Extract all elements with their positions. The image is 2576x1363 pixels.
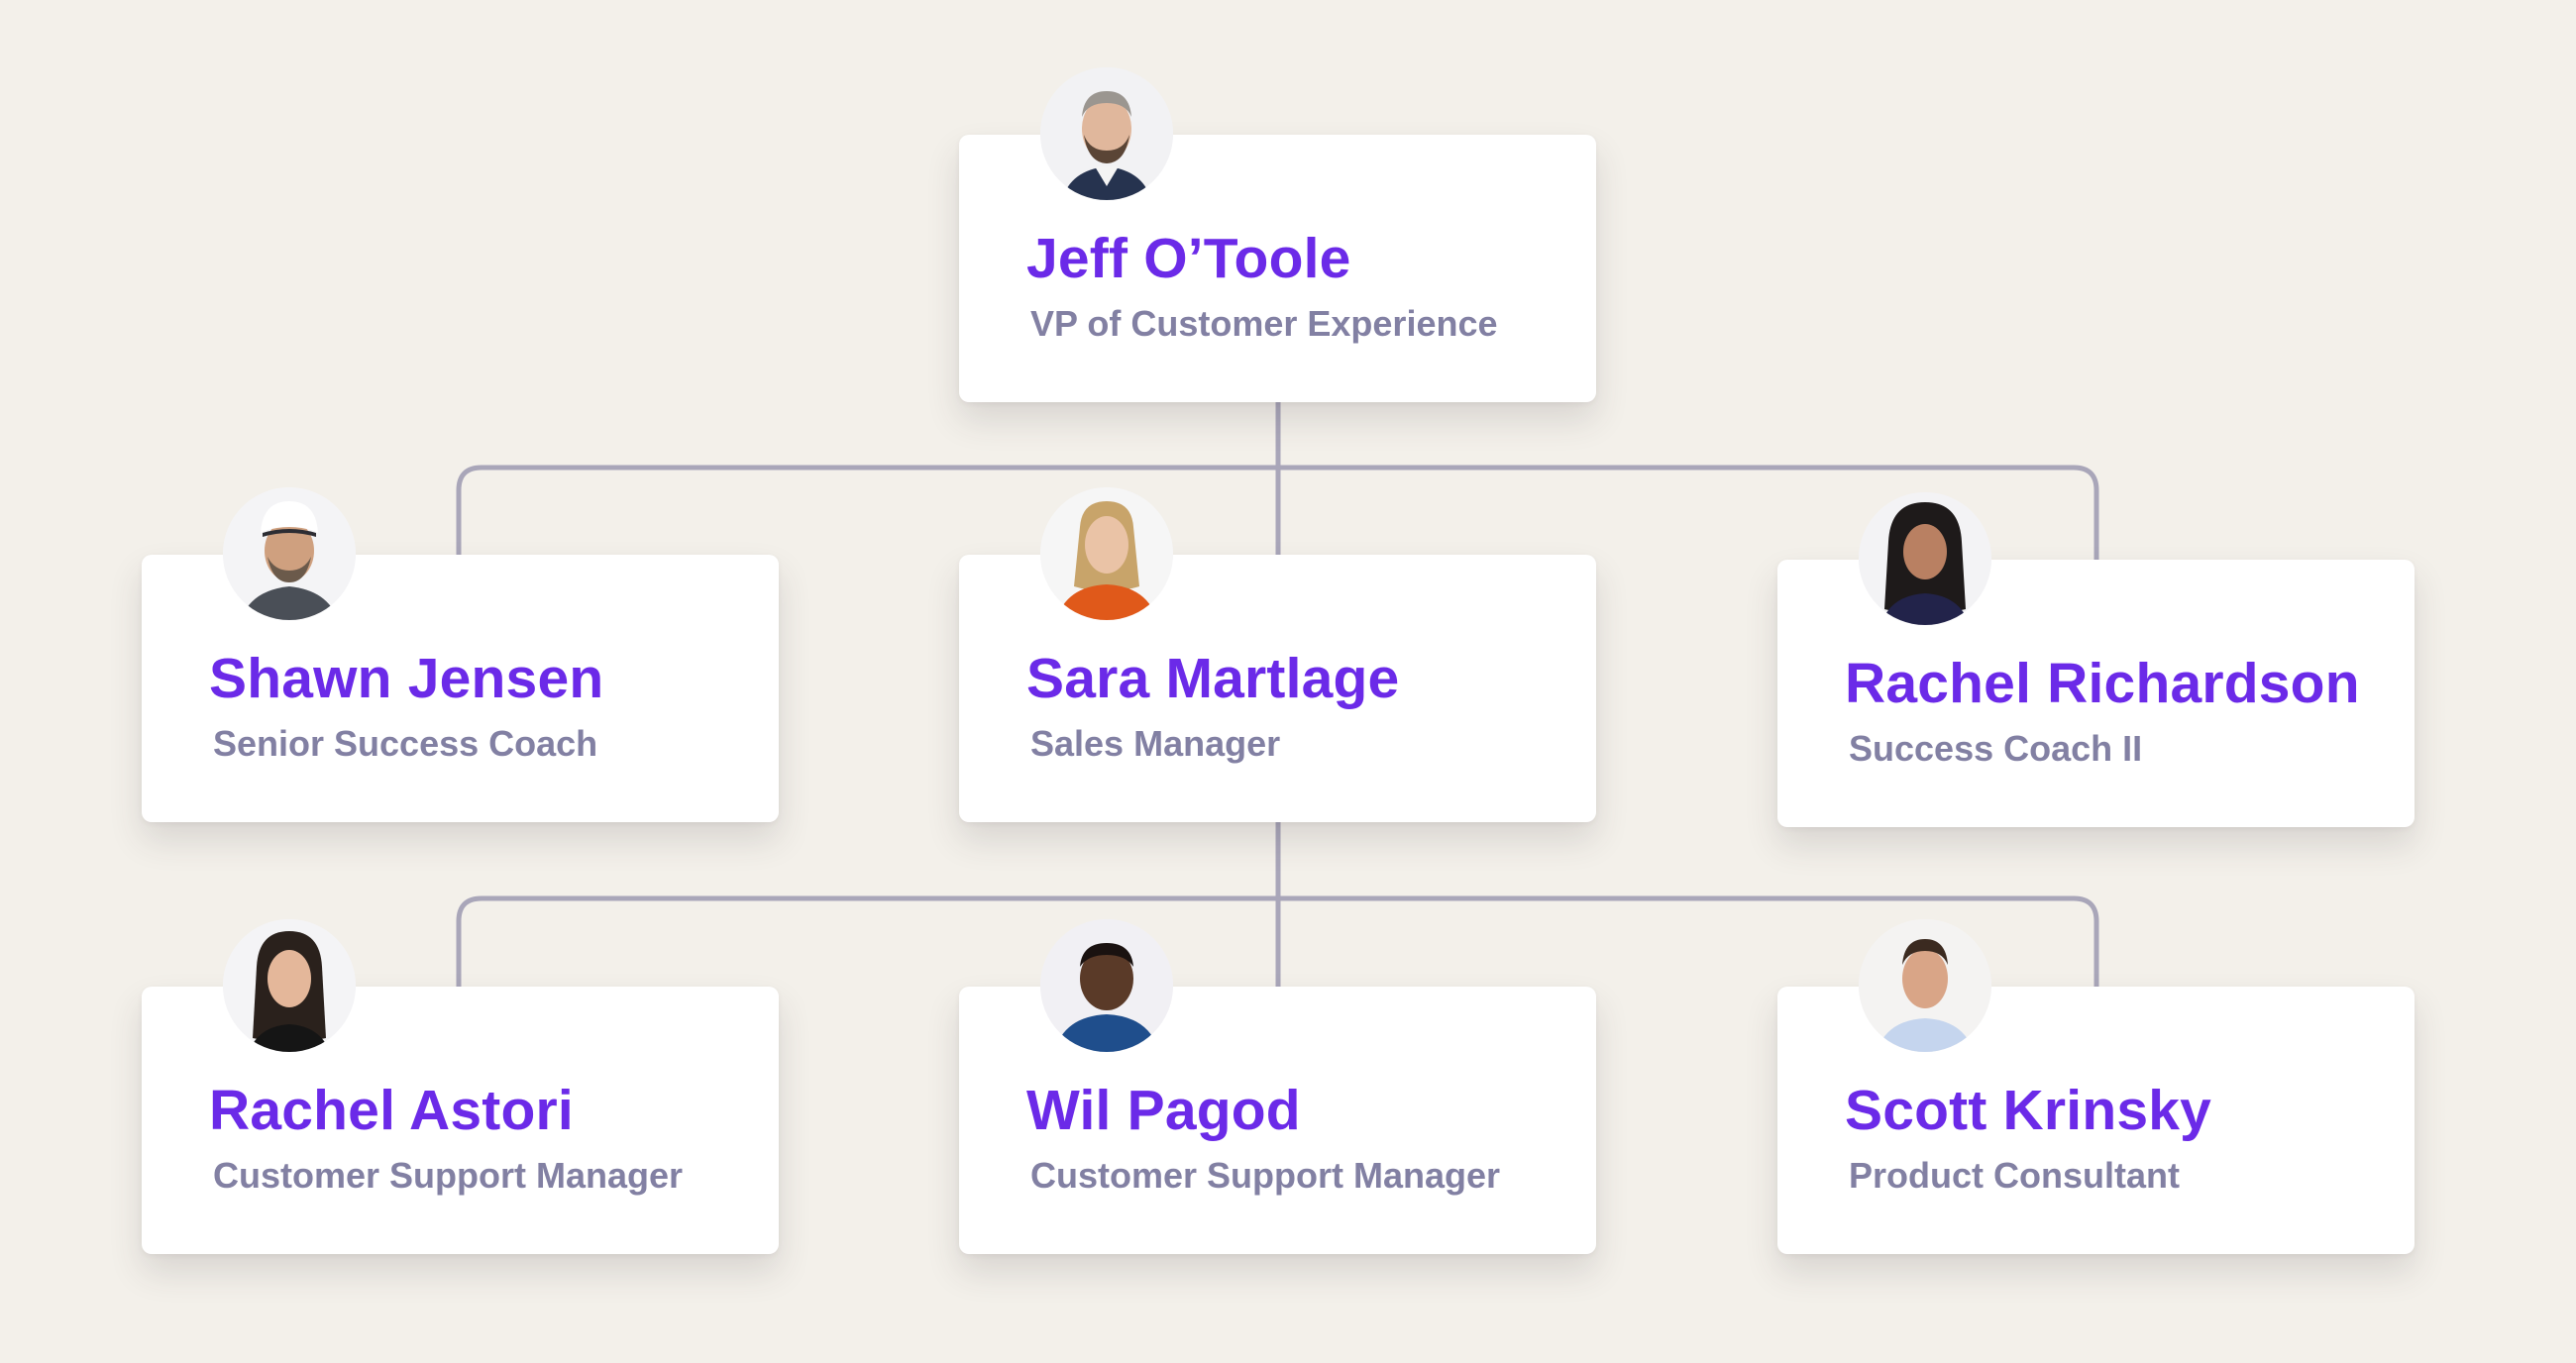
org-card-sara-martlage[interactable]: Sara Martlage Sales Manager	[959, 487, 1596, 822]
person-title: Customer Support Manager	[1030, 1155, 1501, 1196]
org-card-root[interactable]: Jeff O’Toole VP of Customer Experience	[959, 67, 1596, 402]
avatar	[1859, 492, 1991, 625]
connector-level2-bar	[456, 465, 2099, 560]
avatar	[1859, 919, 1991, 1052]
avatar	[1040, 67, 1173, 200]
org-card-shawn-jensen[interactable]: Shawn Jensen Senior Success Coach	[142, 487, 779, 822]
person-title: Sales Manager	[1030, 723, 1281, 764]
avatar	[223, 919, 356, 1052]
person-photo-icon	[1040, 67, 1173, 200]
person-name: Rachel Astori	[209, 1079, 574, 1142]
person-name: Jeff O’Toole	[1026, 227, 1351, 290]
person-name: Shawn Jensen	[209, 647, 604, 710]
avatar	[1040, 919, 1173, 1052]
person-title: Product Consultant	[1849, 1155, 2180, 1196]
org-card-rachel-astori[interactable]: Rachel Astori Customer Support Manager	[142, 919, 779, 1254]
person-photo-icon	[1040, 487, 1173, 620]
person-name: Rachel Richardson	[1845, 652, 2360, 715]
person-title: Customer Support Manager	[213, 1155, 684, 1196]
person-photo-icon	[1859, 492, 1991, 625]
org-card-rachel-richardson[interactable]: Rachel Richardson Success Coach II	[1777, 492, 2415, 827]
person-title: Senior Success Coach	[213, 723, 598, 764]
person-title: Success Coach II	[1849, 728, 2143, 769]
avatar	[1040, 487, 1173, 620]
person-name: Scott Krinsky	[1845, 1079, 2212, 1142]
org-card-scott-krinsky[interactable]: Scott Krinsky Product Consultant	[1777, 919, 2415, 1254]
person-photo-icon	[1040, 919, 1173, 1052]
person-name: Sara Martlage	[1026, 647, 1400, 710]
person-photo-icon	[223, 487, 356, 620]
person-photo-icon	[1859, 919, 1991, 1052]
person-title: VP of Customer Experience	[1030, 303, 1498, 344]
person-photo-icon	[223, 919, 356, 1052]
org-card-wil-pagod[interactable]: Wil Pagod Customer Support Manager	[959, 919, 1596, 1254]
person-name: Wil Pagod	[1026, 1079, 1301, 1142]
avatar	[223, 487, 356, 620]
connector-level3-bar	[456, 895, 2099, 987]
